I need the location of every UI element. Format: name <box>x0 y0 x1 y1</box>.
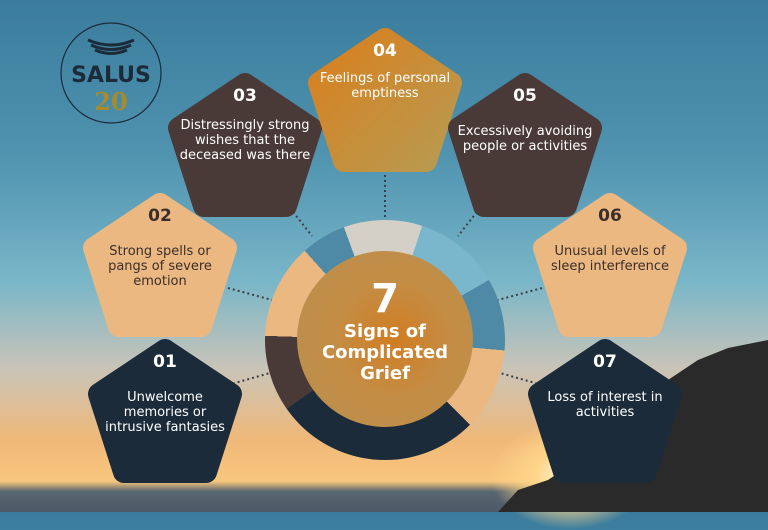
sign-text: Unusual levels of sleep interference <box>550 244 670 274</box>
sign-05: 05 Excessively avoiding people or activi… <box>447 72 603 218</box>
sign-number: 07 <box>593 352 617 372</box>
pentagon-shape <box>528 339 682 483</box>
sign-01: 01 Unwelcome memories or intrusive fanta… <box>87 338 243 484</box>
sign-text: Feelings of personal emptiness <box>319 71 451 101</box>
pentagon-shape <box>448 73 602 217</box>
pentagon-shape <box>88 339 242 483</box>
center-number: 7 <box>371 276 399 322</box>
center-circle: 7 Signs of Complicated Grief <box>297 251 473 427</box>
sign-number: 03 <box>233 86 257 106</box>
sign-03: 03 Distressingly strong wishes that the … <box>167 72 323 218</box>
salus-logo: SALUS 20 <box>60 22 162 124</box>
svg-text:20: 20 <box>94 87 127 116</box>
sign-07: 07 Loss of interest in activities <box>527 338 683 484</box>
center-title-1: Signs of <box>343 321 426 342</box>
sign-text: Excessively avoiding people or activitie… <box>457 124 593 154</box>
pentagon-shape <box>308 28 462 172</box>
svg-text:SALUS: SALUS <box>71 63 151 88</box>
sign-06: 06 Unusual levels of sleep interference <box>532 192 688 338</box>
sign-number: 06 <box>598 206 622 226</box>
pentagon-shape <box>168 73 322 217</box>
sign-number: 04 <box>373 41 397 61</box>
sign-number: 05 <box>513 86 537 106</box>
center-title-3: Grief <box>360 363 410 384</box>
sign-text: Distressingly strong wishes that the dec… <box>179 118 311 163</box>
center-title-2: Complicated <box>321 342 449 363</box>
sign-text: Loss of interest in activities <box>547 390 663 420</box>
sign-number: 01 <box>153 352 177 372</box>
sign-text: Strong spells or pangs of severe emotion <box>108 244 212 289</box>
sign-text: Unwelcome memories or intrusive fantasie… <box>105 390 225 435</box>
sign-02: 02 Strong spells or pangs of severe emot… <box>82 192 238 338</box>
pentagon-shape <box>83 193 237 337</box>
pentagon-shape <box>533 193 687 337</box>
sign-number: 02 <box>148 206 172 226</box>
sign-04: 04 Feelings of personal emptiness <box>307 27 463 173</box>
